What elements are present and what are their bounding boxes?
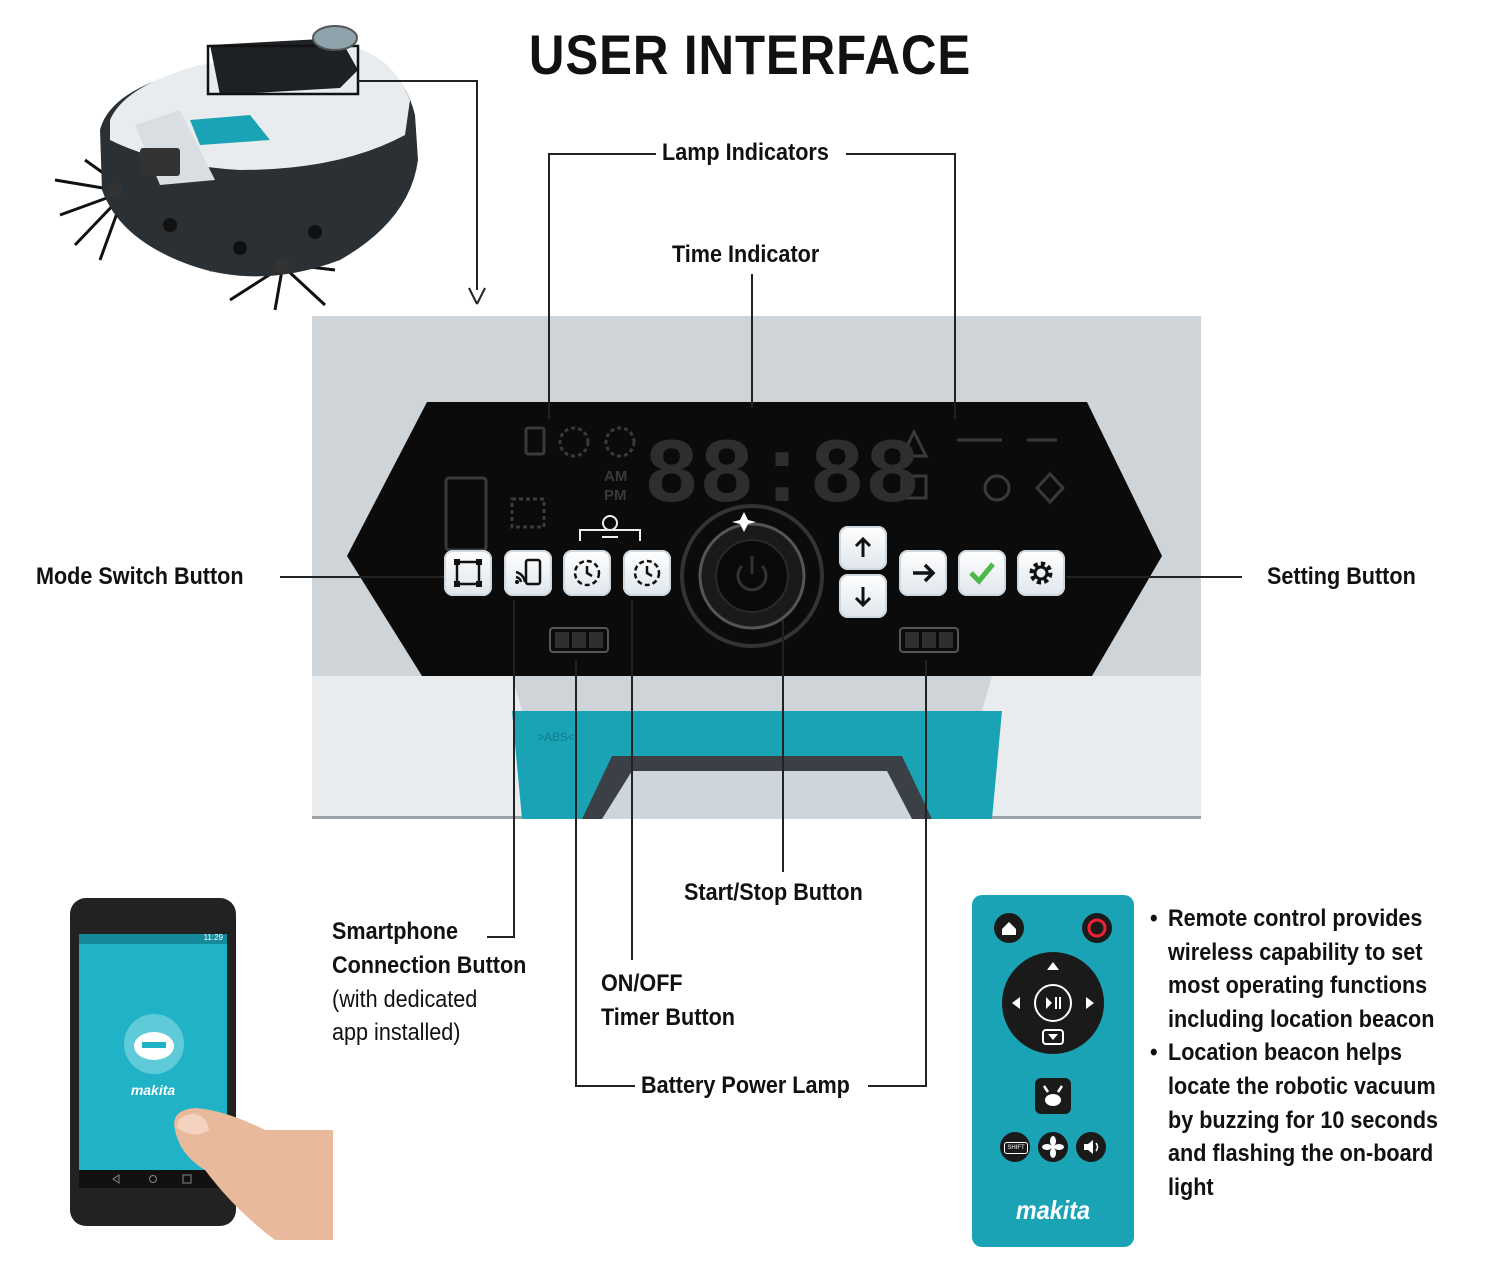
mode-area-icon — [454, 559, 482, 587]
abs-mark: >ABS< — [537, 730, 575, 744]
power-button[interactable] — [1082, 913, 1112, 943]
bullet-item: •Remote control provides wireless capabi… — [1150, 905, 1435, 1033]
mode-switch-button[interactable] — [444, 550, 492, 596]
mode-switch-line — [280, 576, 444, 578]
smartphone-label-1: Smartphone — [332, 918, 459, 945]
connector-line — [476, 80, 478, 290]
page-title: USER INTERFACE — [528, 23, 972, 86]
control-panel: >ABS< 88:88 AM PM — [312, 316, 1201, 819]
bullet-item: •Location beacon helps locate the roboti… — [1150, 1039, 1439, 1201]
arrow-right-icon — [913, 563, 936, 583]
timer-label-2: Timer Button — [601, 1004, 736, 1031]
clock-off-icon — [633, 559, 661, 587]
bullet-text: Remote control provides wireless capabil… — [1168, 905, 1435, 1033]
status-time: 11:29 — [203, 933, 223, 942]
arrow-up-icon — [854, 536, 872, 557]
smartphone-wifi-icon — [515, 558, 542, 586]
app-icon — [124, 1014, 184, 1074]
up-button[interactable] — [839, 526, 887, 570]
volume-button[interactable] — [1076, 1132, 1106, 1162]
battery-label: Battery Power Lamp — [641, 1072, 850, 1099]
finger-image — [174, 1108, 333, 1240]
display-panel: 88:88 AM PM — [347, 402, 1162, 676]
phone-nav-bar — [79, 1170, 227, 1188]
shift-button[interactable]: SHIFT — [1000, 1132, 1030, 1162]
setting-line — [1066, 576, 1242, 578]
speaker-icon — [1084, 1140, 1099, 1154]
beacon-icon — [1042, 1085, 1064, 1106]
smartphone-line-h — [487, 936, 515, 938]
pm-indicator: PM — [604, 487, 627, 504]
remote-brand: makita — [1015, 1195, 1091, 1225]
beacon-button[interactable] — [1035, 1078, 1071, 1114]
remote-control: SHIFT makita — [972, 895, 1134, 1247]
lamp-bracket-left — [548, 153, 656, 155]
start-stop-label: Start/Stop Button — [684, 879, 863, 906]
battery-line-left-h — [575, 1085, 635, 1087]
remote-description: •Remote control provides wireless capabi… — [1150, 902, 1447, 1204]
lamp-bracket-right — [846, 153, 956, 155]
smartphone-connection-button[interactable] — [504, 550, 552, 596]
arrow-down-icon — [468, 287, 486, 305]
home-icon — [1002, 922, 1016, 935]
time-indicator-label: Time Indicator — [672, 241, 820, 268]
timer-off-button[interactable] — [623, 550, 671, 596]
setting-label: Setting Button — [1267, 563, 1416, 590]
power-icon — [1087, 918, 1107, 938]
start-stop-line — [782, 620, 784, 872]
fan-icon — [1042, 1136, 1064, 1158]
confirm-button[interactable] — [958, 550, 1006, 596]
nav-icons — [112, 1174, 192, 1184]
connector-line — [358, 80, 478, 82]
robot-vacuum-image — [54, 25, 418, 311]
smartphone-note-2: app installed) — [332, 1019, 461, 1046]
smartphone-note-1: (with dedicated — [332, 986, 478, 1013]
status-bar — [79, 934, 227, 944]
lamp-bracket-right-drop — [954, 153, 956, 419]
timer-line — [631, 600, 633, 960]
phone-brand: makita — [130, 1082, 176, 1098]
gear-icon — [1029, 561, 1053, 585]
dpad[interactable] — [1002, 952, 1104, 1054]
mode-switch-label: Mode Switch Button — [36, 563, 244, 590]
smartphone-label-2: Connection Button — [332, 952, 527, 979]
timer-label-1: ON/OFF — [601, 970, 683, 997]
battery-line-left — [575, 660, 577, 1086]
down-button[interactable] — [839, 574, 887, 618]
battery-line-right — [925, 660, 927, 1086]
am-indicator: AM — [604, 468, 627, 485]
setting-button[interactable] — [1017, 550, 1065, 596]
shift-label: SHIFT — [1004, 1142, 1028, 1154]
clock-icon — [573, 559, 601, 587]
arrow-down-icon — [854, 587, 872, 608]
lamp-indicators-label: Lamp Indicators — [662, 139, 829, 166]
robot-icon — [134, 1032, 174, 1060]
battery-line-right-h — [868, 1085, 927, 1087]
lamp-bracket-left-drop — [548, 153, 550, 419]
bullet-text: Location beacon helps locate the robotic… — [1168, 1039, 1439, 1201]
dpad-arrows-icon — [1012, 962, 1094, 1045]
smartphone-line — [513, 600, 515, 938]
home-button[interactable] — [994, 913, 1024, 943]
timer-on-button[interactable] — [563, 550, 611, 596]
time-indicator-line — [751, 274, 753, 408]
fan-button[interactable] — [1038, 1132, 1068, 1162]
next-button[interactable] — [899, 550, 947, 596]
checkmark-icon — [969, 562, 995, 585]
